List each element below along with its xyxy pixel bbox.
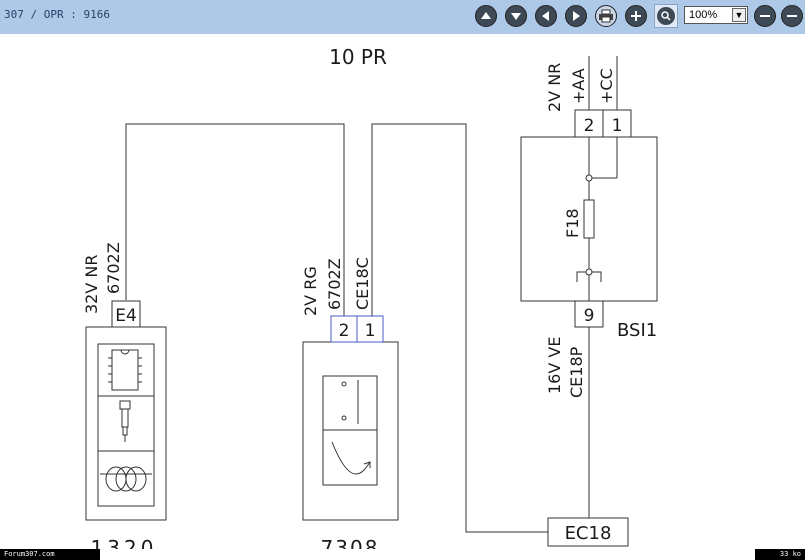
zoom-value: 100%: [689, 9, 718, 21]
arrow-left-icon[interactable]: [535, 5, 557, 27]
component-bsi1: 2 1 F18 9 BSI1 2V NR +AA +CC 16V VE CE18…: [520, 63, 658, 398]
wire-label-ce18p: CE18P: [567, 346, 586, 398]
wire-6702z: [125, 123, 345, 316]
bsi-pin-2-label: 2: [584, 116, 595, 136]
component-code-1320: 1320: [91, 536, 158, 549]
bsi-pin-1-label: 1: [612, 116, 623, 136]
connector-ec18-label: EC18: [565, 523, 612, 544]
close-icon[interactable]: [781, 5, 803, 27]
component-1320: E4 32V NR 6702Z 1320: [82, 242, 167, 549]
wire-label-2v-nr: 2V NR: [545, 63, 564, 112]
footer-site: Forum307.com: [0, 549, 100, 560]
wire-label-aa: +AA: [569, 68, 588, 104]
wires: [125, 56, 618, 533]
chevron-down-icon: ▼: [732, 8, 746, 22]
toolbar: 307 / OPR : 9166 100% ▼: [0, 0, 805, 34]
gauge-icon: [331, 441, 371, 475]
ecu-chip-icon: [108, 349, 142, 391]
diagram-title: 10 PR: [329, 45, 387, 69]
wiring-diagram: 10 PR: [82, 45, 658, 549]
wire-label-16v-ve: 16V VE: [545, 337, 564, 394]
plus-icon[interactable]: [625, 5, 647, 27]
component-7308: 2 1 2V RG 6702Z CE18C 7308: [301, 257, 399, 549]
fuse-label: F18: [563, 208, 582, 238]
arrow-right-icon[interactable]: [565, 5, 587, 27]
connector-ec18: EC18: [547, 517, 629, 547]
switch-icon: [341, 380, 359, 424]
minus-icon[interactable]: [754, 5, 776, 27]
footer-size: 33 ko: [755, 549, 805, 560]
wire-label-cc: +CC: [597, 68, 616, 104]
connector-7308-pin-1: [356, 315, 384, 343]
zoom-search-button[interactable]: [654, 4, 678, 28]
wire-label-6702z: 6702Z: [104, 242, 123, 294]
component-code-bsi1: BSI1: [617, 320, 657, 341]
wire-label-2v-rg: 2V RG: [301, 266, 320, 316]
fuse-icon: [583, 199, 595, 239]
component-code-7308: 7308: [321, 536, 380, 549]
pin-2-label: 2: [339, 321, 350, 341]
arrow-down-icon[interactable]: [505, 5, 527, 27]
wire-label-ce18c: CE18C: [353, 257, 372, 310]
connector-e4-box: [111, 300, 141, 328]
coil-icon: [100, 466, 152, 492]
zoom-select[interactable]: 100% ▼: [684, 6, 748, 24]
printer-icon[interactable]: [595, 5, 617, 27]
bsi-pin-9-label: 9: [584, 306, 595, 326]
pin-1-label: 1: [365, 321, 376, 341]
wire-ce18c: [371, 123, 548, 533]
document-title: 307 / OPR : 9166: [4, 8, 110, 21]
injector-icon: [119, 400, 131, 442]
wire-label-6702z-b: 6702Z: [325, 258, 344, 310]
arrow-up-icon[interactable]: [475, 5, 497, 27]
connector-e4: E4: [115, 306, 137, 326]
magnifier-icon: [657, 7, 675, 25]
wire-label-32v-nr: 32V NR: [82, 255, 101, 314]
